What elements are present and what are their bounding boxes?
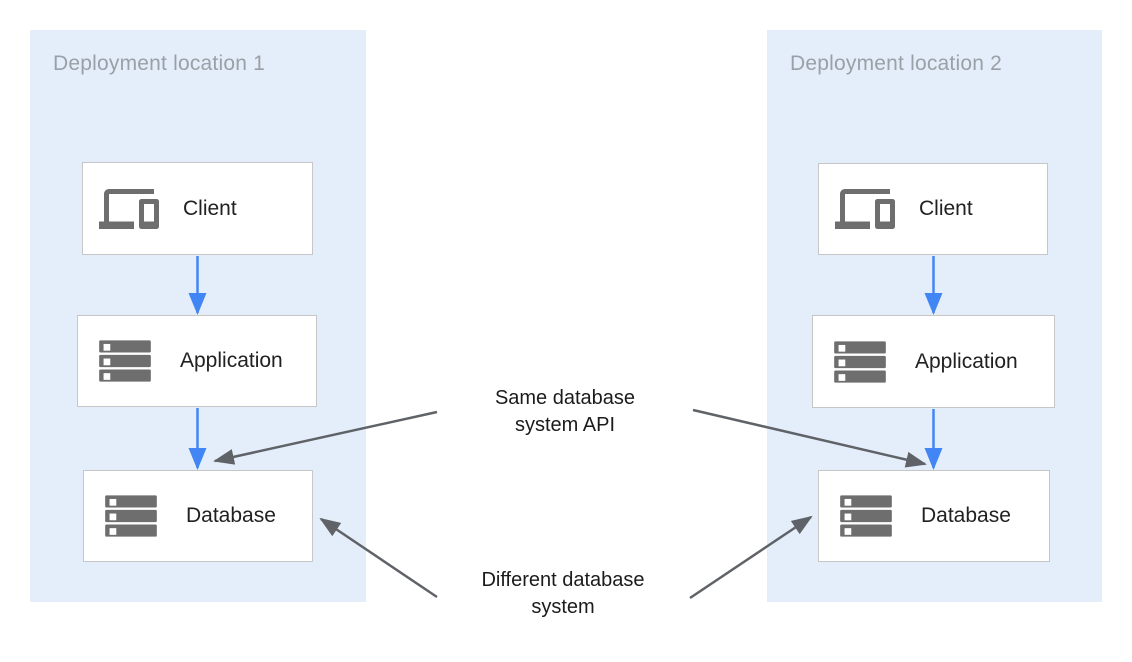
- node-label: Application: [180, 349, 283, 372]
- devices-icon: [99, 179, 159, 239]
- node-client-2: Client: [818, 163, 1048, 255]
- storage-icon: [100, 485, 162, 547]
- node-client-1: Client: [82, 162, 313, 255]
- annotation-line: Different database: [481, 569, 645, 591]
- node-database-2: Database: [818, 470, 1050, 562]
- storage-icon: [835, 485, 897, 547]
- node-application-1: Application: [77, 315, 317, 407]
- node-database-1: Database: [83, 470, 313, 562]
- node-label: Database: [921, 504, 1011, 527]
- node-application-2: Application: [812, 315, 1055, 408]
- storage-icon: [829, 331, 891, 393]
- annotation-line: Same database: [494, 387, 636, 409]
- annotation-same-database-api: Same database system API: [445, 385, 685, 439]
- node-label: Client: [183, 196, 237, 220]
- node-label: Database: [186, 504, 276, 527]
- annotation-different-database-system: Different database system: [443, 567, 683, 621]
- node-label: Application: [915, 349, 1018, 373]
- node-label: Client: [919, 197, 973, 220]
- annotation-line: system: [531, 596, 595, 618]
- annotation-line: system API: [514, 414, 616, 436]
- panel-title: Deployment location 1: [53, 52, 265, 75]
- panel-title: Deployment location 2: [790, 52, 1002, 75]
- devices-icon: [835, 179, 895, 239]
- storage-icon: [94, 330, 156, 392]
